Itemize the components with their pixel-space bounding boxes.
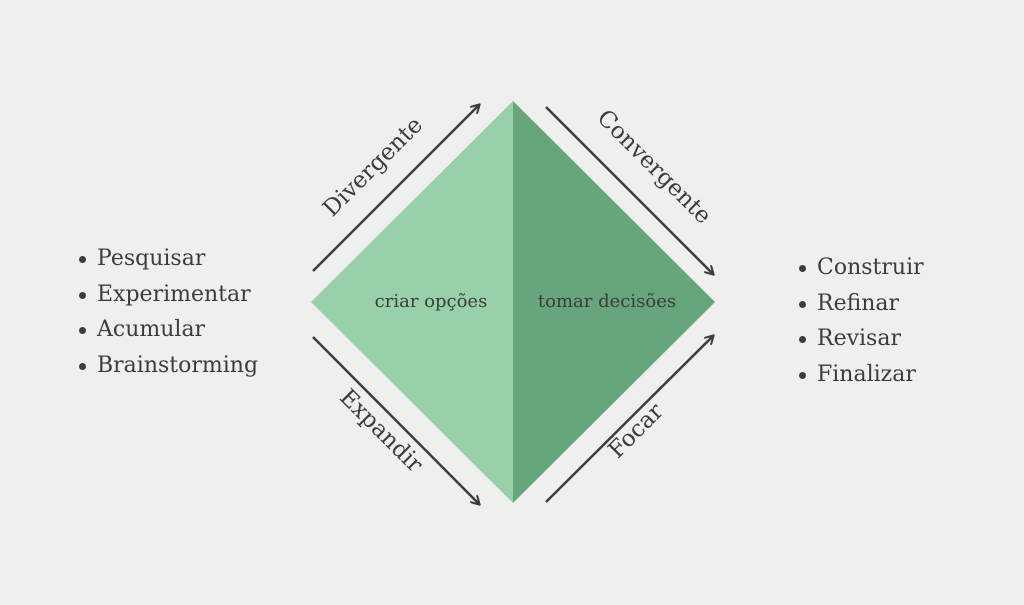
- arrow-bottom-left: [312, 336, 479, 504]
- list-item: Revisar: [799, 321, 924, 357]
- list-item: Construir: [799, 250, 924, 286]
- list-item: Brainstorming: [79, 348, 258, 384]
- arrow-top-left: [312, 105, 479, 272]
- arrow-bottom-right: [545, 336, 713, 503]
- list-item: Experimentar: [79, 277, 258, 313]
- right-list: Construir Refinar Revisar Finalizar: [799, 250, 924, 392]
- left-list: Pesquisar Experimentar Acumular Brainsto…: [79, 241, 258, 383]
- list-item: Acumular: [79, 312, 258, 348]
- diamond-right-label: tomar decisões: [538, 291, 676, 312]
- diamond-left-label: criar opções: [375, 291, 488, 312]
- diamond-right-half: [513, 101, 715, 503]
- arrow-label-bottom-right: Focar: [603, 398, 668, 463]
- list-item: Pesquisar: [79, 241, 258, 277]
- arrow-top-right: [545, 106, 713, 274]
- list-item: Refinar: [799, 286, 924, 322]
- list-item: Finalizar: [799, 357, 924, 393]
- diamond-left-half: [311, 101, 513, 503]
